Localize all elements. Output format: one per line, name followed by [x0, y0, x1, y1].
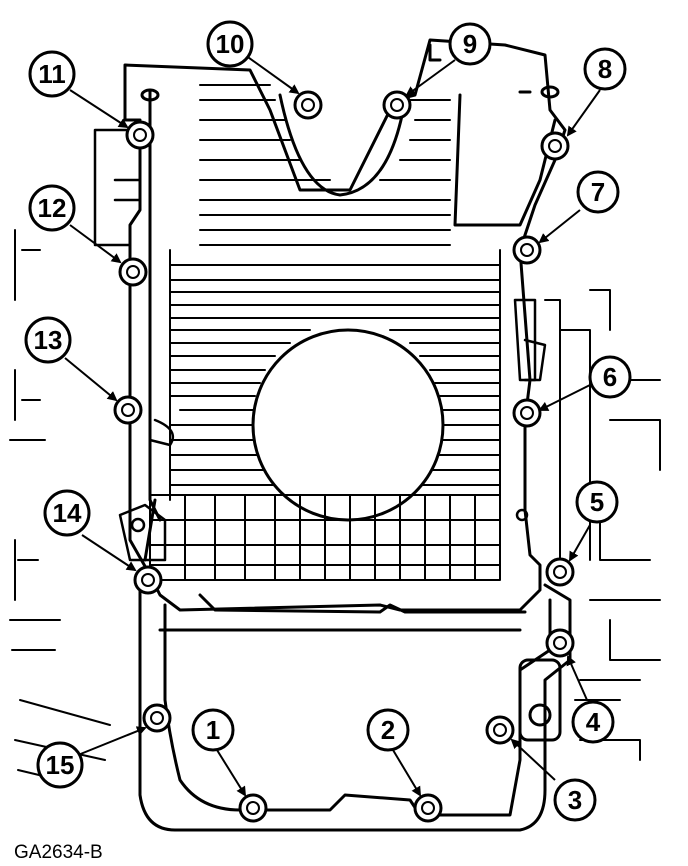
arrow-7 [538, 209, 581, 244]
arrow-11 [69, 89, 129, 129]
callout-2-label: 2 [381, 715, 395, 745]
bolt-1 [238, 793, 268, 823]
bolt-5 [545, 557, 575, 587]
bolt-3 [485, 715, 515, 745]
arrow-9 [405, 59, 456, 97]
callout-13: 13 [24, 316, 72, 364]
leader-arrows [64, 54, 601, 797]
bolt-11 [125, 120, 155, 150]
callout-7: 7 [576, 170, 620, 214]
bolts [113, 90, 575, 823]
arrow-14 [81, 534, 137, 572]
oil-pan-center-boss [251, 328, 445, 522]
callout-14: 14 [43, 489, 91, 537]
oil-pan-lower [138, 583, 572, 832]
callout-13-label: 13 [34, 325, 63, 355]
callout-15-label: 15 [46, 750, 75, 780]
bolt-14 [133, 565, 163, 595]
callouts: 1 2 3 4 5 6 7 8 [24, 20, 632, 822]
callout-3: 3 [553, 778, 597, 822]
callout-5: 5 [575, 480, 619, 524]
callout-12: 12 [28, 184, 76, 232]
arrow-8 [566, 89, 601, 137]
bolt-15 [142, 703, 172, 733]
arrow-6 [538, 384, 591, 411]
callout-8: 8 [583, 47, 627, 91]
callout-9: 9 [448, 22, 492, 66]
callout-15: 15 [36, 741, 84, 789]
bolt-8 [540, 131, 570, 161]
callout-8-label: 8 [598, 54, 612, 84]
bolt-4 [545, 628, 575, 658]
callout-12-label: 12 [38, 193, 67, 223]
figure-id: GA2634-B [14, 842, 103, 863]
callout-4: 4 [571, 700, 615, 744]
callout-10-label: 10 [216, 29, 245, 59]
arrow-13 [64, 357, 118, 402]
callout-7-label: 7 [591, 177, 605, 207]
bolt-12 [118, 257, 148, 287]
left-bracket [93, 128, 175, 562]
arrow-1 [216, 749, 247, 797]
callout-11-label: 11 [38, 59, 66, 89]
callout-14-label: 14 [53, 498, 82, 528]
arrow-5 [569, 524, 591, 562]
callout-6: 6 [588, 355, 632, 399]
callout-4-label: 4 [586, 707, 601, 737]
arrow-2 [392, 749, 422, 797]
arrow-15 [77, 726, 147, 756]
right-bracket [513, 298, 547, 522]
callout-1: 1 [191, 708, 235, 752]
bolt-2 [413, 793, 443, 823]
arrow-12 [69, 224, 122, 264]
callout-6-label: 6 [603, 362, 617, 392]
callout-10: 10 [206, 20, 254, 68]
bolt-6 [512, 398, 542, 428]
engine-block-background [9, 229, 661, 781]
arrow-3 [510, 738, 556, 781]
callout-11: 11 [28, 50, 76, 98]
callout-5-label: 5 [590, 487, 604, 517]
bolt-13 [113, 395, 143, 425]
callout-3-label: 3 [568, 785, 582, 815]
arrow-4 [566, 655, 588, 701]
arrow-10 [244, 54, 300, 95]
bolt-9 [382, 90, 412, 120]
callout-2: 2 [366, 708, 410, 752]
bolt-7 [512, 235, 542, 265]
callout-9-label: 9 [463, 29, 477, 59]
bolt-10 [293, 90, 323, 120]
pan-ribs [169, 84, 501, 501]
callout-1-label: 1 [206, 715, 220, 745]
baffle-grid [149, 494, 501, 581]
